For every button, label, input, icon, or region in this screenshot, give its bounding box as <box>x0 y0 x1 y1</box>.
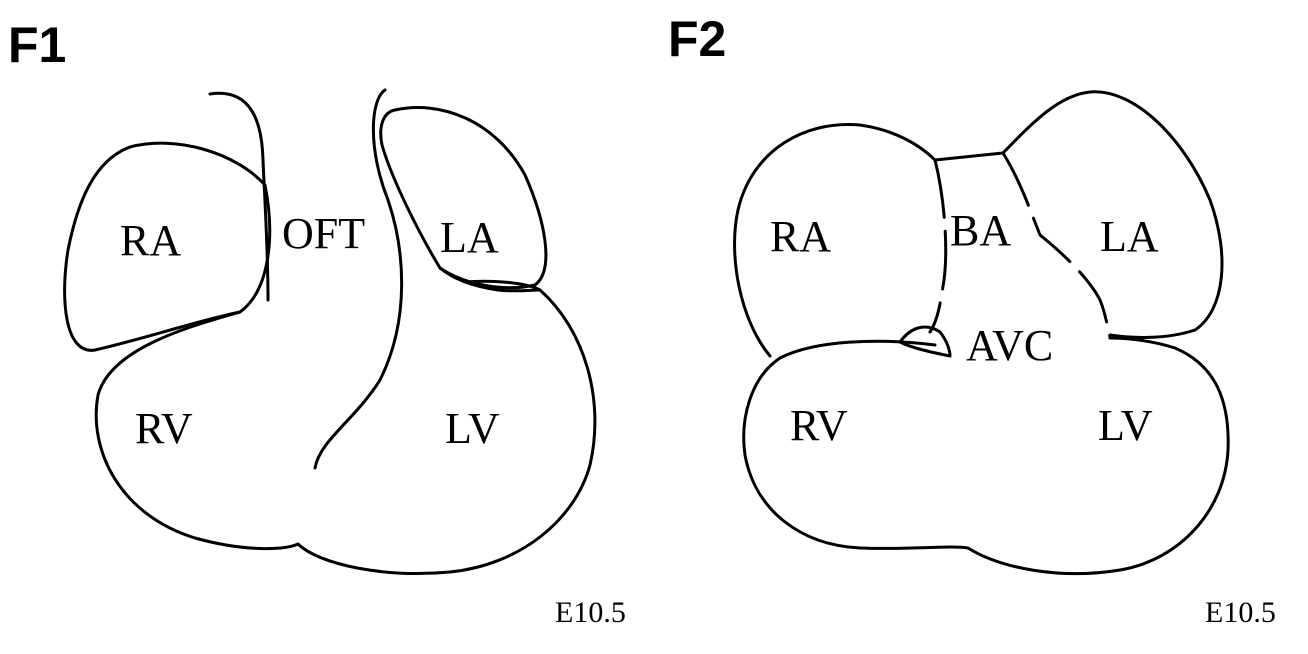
f2-label-rv: RV <box>790 401 848 450</box>
f2-left-septum-dashed <box>1001 151 1112 339</box>
f1-oft-left-wall <box>313 88 404 470</box>
f2-label-ba: BA <box>950 206 1011 255</box>
panel-label-f2: F2 <box>668 11 726 67</box>
f1-right-atrium-outline <box>63 141 272 352</box>
f1-ventricle-outline <box>94 279 597 575</box>
f2-ventricle-outline <box>742 336 1230 576</box>
f2-label-la: LA <box>1100 212 1159 261</box>
f1-la-base-fold <box>438 266 542 293</box>
f2-stage-label: E10.5 <box>1205 596 1276 629</box>
f2-right-septum-dashed <box>928 158 948 334</box>
f1-left-atrium-outline <box>379 106 548 290</box>
f1-label-ra: RA <box>120 216 181 265</box>
f1-stage-label: E10.5 <box>555 596 626 629</box>
f2-label-lv: LV <box>1098 401 1153 450</box>
f1-label-lv: LV <box>445 404 500 453</box>
f2-label-avc: AVC <box>966 321 1053 370</box>
panel-label-f1: F1 <box>8 17 66 73</box>
f1-label-la: LA <box>440 213 499 262</box>
f1-oft-right-wall <box>208 91 270 302</box>
f1-label-rv: RV <box>135 404 193 453</box>
panel-f1: F1 RA OFT LA RV LV E10.5 <box>8 17 626 629</box>
f2-label-ra: RA <box>770 212 831 261</box>
f2-avc-cushion-outline <box>898 325 952 358</box>
f1-label-oft: OFT <box>282 209 365 258</box>
panel-f2: F2 RA BA LA AVC RV LV E10.5 <box>668 11 1276 629</box>
f2-atria-outline <box>733 90 1224 358</box>
